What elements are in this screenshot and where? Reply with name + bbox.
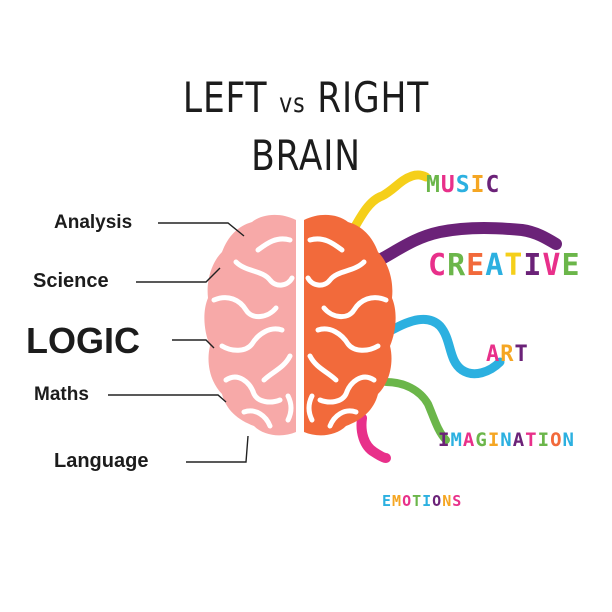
creative-ribbon: [366, 222, 562, 270]
emotions-ribbon: [356, 413, 391, 463]
label-imagination: IMAGINATION: [438, 429, 575, 451]
imagination-ribbon: [382, 378, 450, 444]
label-science: Science: [33, 270, 109, 292]
label-analysis: Analysis: [54, 212, 133, 233]
logic-leader: [172, 339, 215, 349]
left-folds: [211, 236, 295, 429]
label-language: Language: [54, 450, 149, 472]
art-ribbon: [387, 314, 505, 379]
label-logic: LOGIC: [26, 320, 140, 361]
analysis-leader: [158, 222, 245, 237]
music-ribbon: [347, 170, 431, 237]
label-art: ART: [486, 342, 529, 367]
title-vs: vs: [279, 88, 306, 119]
title-line-1: LEFT vs RIGHT: [55, 74, 557, 128]
title-line-2: BRAIN: [251, 131, 361, 180]
maths-leader: [108, 394, 227, 403]
label-maths: Maths: [34, 384, 89, 405]
language-leader: [186, 435, 249, 463]
right-hemisphere: [304, 214, 396, 436]
left-hemisphere: [204, 214, 296, 436]
label-music: MUSIC: [426, 172, 501, 198]
label-emotions: EMOTIONS: [382, 492, 463, 510]
label-creative: CREATIVE: [428, 248, 581, 283]
title-left: LEFT: [182, 73, 268, 122]
right-folds: [305, 236, 389, 429]
science-leader: [136, 267, 221, 283]
title-right: RIGHT: [317, 73, 430, 122]
